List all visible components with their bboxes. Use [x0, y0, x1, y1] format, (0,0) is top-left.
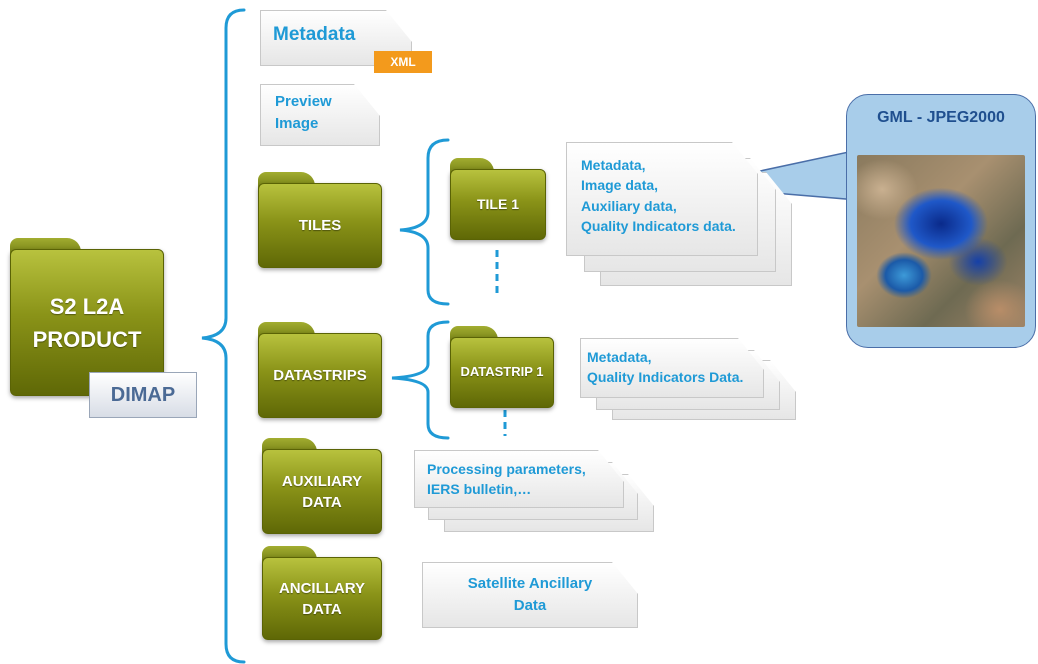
ancillary-data-folder-label: ANCILLARY DATA: [262, 557, 382, 640]
tile-1-folder[interactable]: TILE 1: [450, 158, 546, 240]
datastrip-1-folder-label: DATASTRIP 1: [450, 337, 554, 408]
auxiliary-data-folder-label: AUXILIARY DATA: [262, 449, 382, 534]
satellite-image: [857, 155, 1025, 327]
tile-1-folder-label: TILE 1: [450, 169, 546, 240]
root-product-label: S2 L2A PRODUCT: [10, 249, 164, 396]
auxiliary-contents-document[interactable]: Processing parameters, IERS bulletin,…: [414, 450, 624, 508]
main-brace: [201, 8, 246, 664]
datastrip-contents-document[interactable]: Metadata, Quality Indicators Data.: [580, 338, 764, 398]
datastrips-folder[interactable]: DATASTRIPS: [258, 322, 382, 418]
dimap-badge: DIMAP: [89, 372, 197, 418]
datastrip-contents-text: Metadata, Quality Indicators Data.: [587, 349, 744, 386]
root-product-folder[interactable]: S2 L2A PRODUCT: [10, 238, 164, 396]
tile-contents-text: Metadata, Image data, Auxiliary data, Qu…: [581, 157, 736, 234]
preview-image-document[interactable]: Preview Image: [260, 84, 380, 146]
tiles-brace: [399, 138, 450, 306]
datastrip-1-folder[interactable]: DATASTRIP 1: [450, 326, 554, 408]
metadata-document-label: Metadata: [273, 24, 356, 45]
ancillary-data-folder[interactable]: ANCILLARY DATA: [262, 546, 382, 640]
auxiliary-contents-text: Processing parameters, IERS bulletin,…: [427, 461, 586, 498]
gml-jpeg2000-callout: GML - JPEG2000: [846, 94, 1036, 348]
callout-title: GML - JPEG2000: [877, 109, 1005, 126]
preview-image-label: Preview Image: [275, 93, 332, 132]
xml-badge: XML: [374, 51, 432, 73]
datastrips-brace: [391, 320, 450, 440]
datastrips-folder-label: DATASTRIPS: [258, 333, 382, 418]
ancillary-contents-text: Satellite Ancillary Data: [467, 575, 593, 614]
ancillary-contents-document[interactable]: Satellite Ancillary Data: [422, 562, 638, 628]
tiles-folder-label: TILES: [258, 183, 382, 268]
tiles-folder[interactable]: TILES: [258, 172, 382, 268]
auxiliary-data-folder[interactable]: AUXILIARY DATA: [262, 438, 382, 534]
tile-contents-document[interactable]: Metadata, Image data, Auxiliary data, Qu…: [566, 142, 758, 256]
